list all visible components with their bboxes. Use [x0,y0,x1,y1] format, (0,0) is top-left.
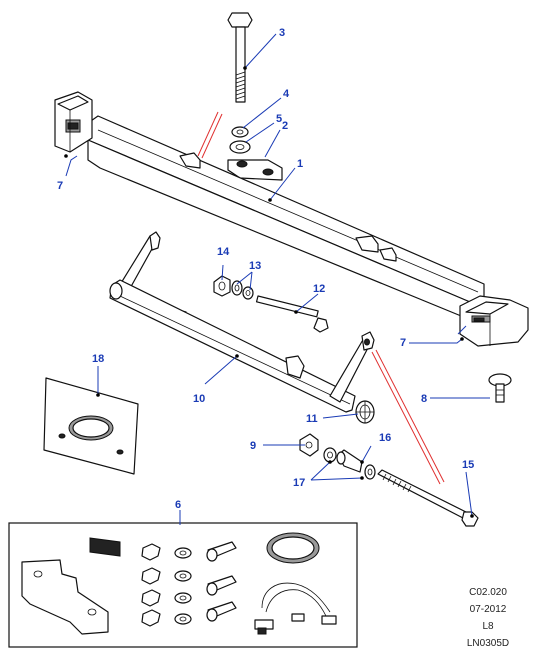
washer-part-4 [231,126,249,138]
callout-13: 13 [249,260,261,272]
reference-level: L8 [482,621,494,632]
reference-code: C02.020 [469,587,507,598]
callout-6: 6 [175,499,181,511]
drawing-reference-block: C02.020 07-2012 L8 LN0305D [448,584,528,652]
callout-10: 10 [193,393,205,405]
washers-part-13 [231,280,254,300]
washer-part-17b [364,464,376,480]
callout-8: 8 [421,393,427,405]
mounting-bracket-part-2 [227,159,283,181]
end-cap-right-part-7 [459,295,529,347]
bolt-part-12 [255,295,329,333]
crossmember-beam-part-1 [87,115,485,319]
callout-7-right: 7 [400,337,406,349]
washer-part-17a [323,447,337,463]
callout-18: 18 [92,353,104,365]
end-plug-part-11 [355,400,375,424]
callout-11: 11 [306,413,318,425]
callout-7-left: 7 [57,180,63,192]
nut-part-9 [299,433,319,457]
number-plate-part-18 [43,377,139,475]
long-bolt-part-3 [227,12,253,103]
callout-12: 12 [313,283,325,295]
callout-4: 4 [283,88,290,100]
callout-1: 1 [297,158,303,170]
callout-2: 2 [282,120,288,132]
callout-14: 14 [217,246,230,258]
reference-drawing-number: LN0305D [466,638,510,649]
washer-part-5 [229,140,251,154]
leader-lines [65,33,490,525]
callout-17: 17 [293,477,305,489]
end-cap-left-part-7 [54,91,93,153]
support-tube-part-10 [109,231,375,413]
callout-9: 9 [250,440,256,452]
fitting-kit-box-part-6 [8,522,358,648]
push-clip-part-8 [488,373,512,403]
callout-15: 15 [462,459,474,471]
callout-5: 5 [276,113,282,125]
spacer-part-16 [336,449,363,473]
long-bolt-part-15 [377,469,479,527]
leader-dots [64,66,474,518]
callout-16: 16 [379,432,391,444]
callout-3: 3 [279,27,285,39]
reference-date: 07-2012 [469,604,507,615]
